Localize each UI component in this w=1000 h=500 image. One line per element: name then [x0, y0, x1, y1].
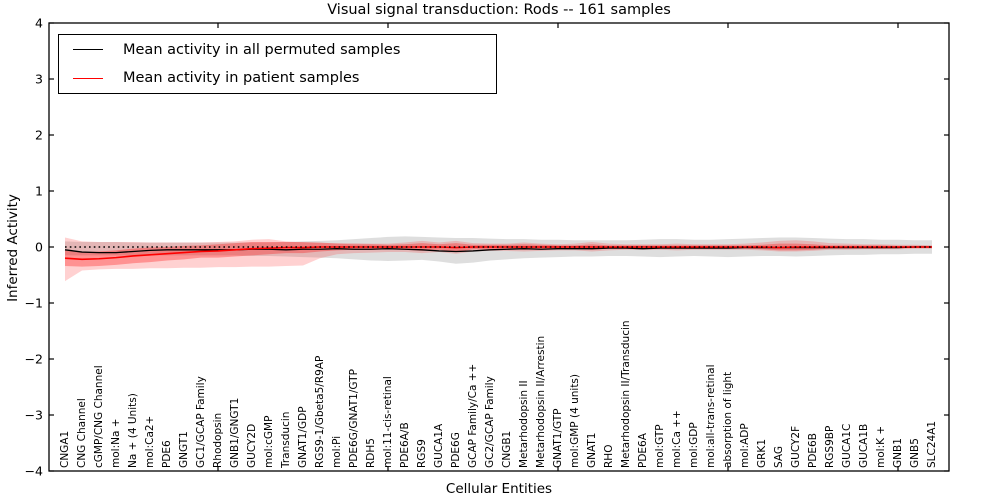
y-tick-label: 2: [35, 128, 43, 143]
x-category-label: Metarhodopsin II: [518, 380, 530, 468]
y-tick-label: 1: [35, 184, 43, 199]
x-category-label: mol:all-trans-retinal: [705, 364, 717, 468]
y-tick-label: 4: [35, 16, 43, 31]
x-category-label: mol:K +: [875, 426, 887, 468]
x-category-label: mol:GMP (4 units): [569, 374, 581, 468]
x-category-label: PDE6B: [807, 433, 819, 468]
x-category-label: mol:cGMP: [263, 416, 275, 468]
y-tick-label: −2: [25, 352, 43, 367]
x-category-label: GRK1: [756, 439, 768, 468]
x-category-label: mol:Na +: [110, 418, 122, 468]
x-category-label: Metarhodopsin II/Arrestin: [535, 336, 547, 468]
x-category-label: RHO: [603, 445, 615, 468]
x-category-label: CNG Channel: [76, 398, 88, 468]
x-category-label: PDE6G/GNAT1/GTP: [348, 369, 360, 468]
x-category-label: PDE6A: [637, 432, 649, 468]
x-category-label: mol:ADP: [739, 423, 751, 468]
legend-item-patient: Mean activity in patient samples: [59, 64, 496, 92]
x-category-label: GNB1/GNGT1: [229, 398, 241, 468]
y-tick-label: −3: [25, 408, 43, 423]
x-category-label: CNGA1: [59, 431, 71, 468]
x-category-label: CNGB1: [501, 431, 513, 468]
x-category-label: Na + (4 Units): [127, 393, 139, 468]
x-category-label: GNB5: [909, 438, 921, 468]
x-category-label: mol:Ca2+: [144, 416, 156, 468]
legend-item-permuted: Mean activity in all permuted samples: [59, 36, 496, 64]
x-category-label: PDE6G: [450, 432, 462, 468]
x-category-label: GUCA1C: [841, 424, 853, 468]
x-category-label: RGS9BP: [824, 426, 836, 468]
x-category-label: RGS9-1/Gbeta5/R9AP: [314, 356, 326, 468]
x-category-label: SAG: [773, 446, 785, 468]
y-tick-label: −1: [25, 296, 43, 311]
chart-title: Visual signal transduction: Rods -- 161 …: [327, 2, 671, 18]
x-category-label: Rhodopsin: [212, 413, 224, 468]
x-category-label: cGMP/CNG Channel: [93, 365, 105, 468]
x-category-label: GUCY2D: [246, 424, 258, 468]
y-tick-label: 3: [35, 72, 43, 87]
x-category-label: GCAP Family/Ca ++: [467, 364, 479, 468]
legend-label-patient: Mean activity in patient samples: [123, 70, 360, 87]
y-tick-label: 0: [35, 240, 43, 255]
patient-line-swatch-icon: [73, 77, 103, 79]
x-category-label: PDE6: [161, 440, 173, 468]
x-category-label: RDH5: [365, 438, 377, 468]
x-category-label: GNAT1/GTP: [552, 409, 564, 469]
x-category-label: Metarhodopsin II/Transducin: [620, 320, 632, 468]
x-category-label: mol:11-cis-retinal: [382, 376, 394, 468]
x-category-label: RGS9: [416, 439, 428, 468]
x-category-label: GNB1: [892, 438, 904, 468]
legend: Mean activity in all permuted samples Me…: [58, 34, 497, 94]
x-category-label: PDE6A/B: [399, 422, 411, 468]
x-category-label: GNGT1: [178, 431, 190, 468]
x-category-label: GUCA1B: [858, 424, 870, 468]
x-category-label: mol:GTP: [654, 424, 666, 468]
x-category-label: GUCY2F: [790, 426, 802, 468]
permuted-line-swatch-icon: [73, 49, 103, 51]
x-category-label: absorption of light: [722, 372, 734, 468]
x-category-label: mol:Pi: [331, 436, 343, 468]
x-category-label: Transducin: [280, 412, 292, 469]
x-axis-label: Cellular Entities: [445, 481, 553, 497]
x-category-label: GC1/GCAP Family: [195, 376, 207, 468]
x-category-label: SLC24A1: [926, 421, 938, 468]
x-category-label: GNAT1: [586, 433, 598, 468]
legend-label-permuted: Mean activity in all permuted samples: [123, 41, 401, 58]
x-category-label: GNAT1/GDP: [297, 406, 309, 468]
y-tick-label: −4: [25, 464, 43, 479]
x-category-label: GUCA1A: [433, 423, 445, 468]
x-category-label: GC2/GCAP Family: [484, 376, 496, 468]
x-category-label: mol:GDP: [688, 422, 700, 468]
x-category-label: mol:Ca ++: [671, 410, 683, 468]
